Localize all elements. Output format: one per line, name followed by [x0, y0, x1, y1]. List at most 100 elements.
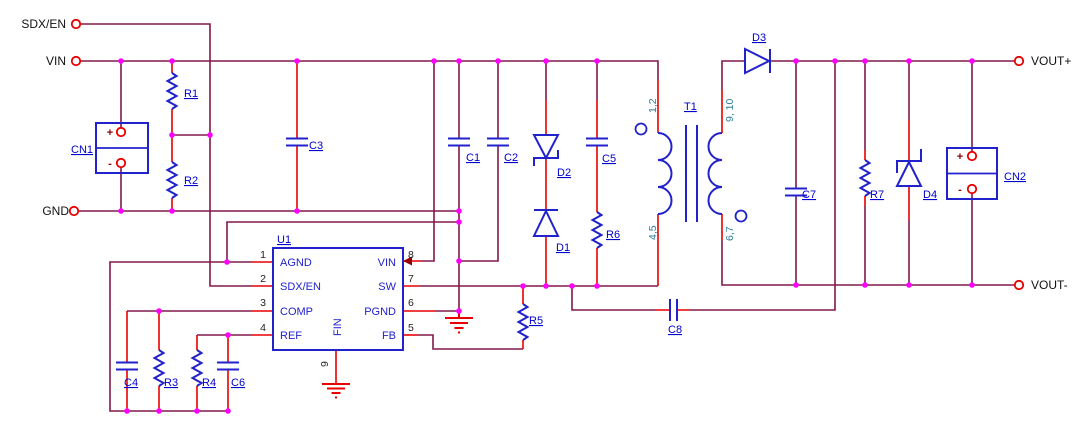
wire-c2-branch	[459, 61, 499, 262]
component-r5	[516, 303, 530, 341]
t1-secondary-top-label: 9, 10	[724, 98, 736, 122]
junction-dots	[118, 58, 975, 414]
wire-agnd-top	[226, 221, 459, 263]
label-d3: D3	[752, 32, 766, 44]
component-r6	[590, 211, 604, 249]
transformer-pin-labels: 1,2 4,5 9, 10 6,7	[647, 98, 736, 241]
component-c2	[487, 137, 509, 147]
component-c4	[116, 361, 138, 371]
cn2-minus-terminal	[966, 183, 978, 195]
component-c6	[217, 361, 239, 371]
label-c3: C3	[309, 140, 323, 152]
label-c7: C7	[802, 189, 816, 201]
net-wires	[78, 23, 1015, 412]
label-c5: C5	[602, 153, 616, 165]
component-c3	[286, 137, 308, 147]
reference-designators: CN1 R1 R2 C3 C1 C2 D2 D1 C5 R6 T1 D3 C7 …	[71, 32, 1026, 389]
t1-secondary-bottom-label: 6,7	[724, 226, 736, 241]
component-cn1: + -	[95, 122, 149, 174]
label-cn1: CN1	[71, 144, 93, 156]
port-terminals	[68, 18, 1025, 291]
label-r3: R3	[164, 377, 178, 389]
component-d2	[532, 134, 560, 166]
port-label-gnd: GND	[42, 204, 69, 218]
wire-fb	[418, 334, 523, 350]
component-leads	[126, 61, 910, 411]
label-c1: C1	[466, 152, 480, 164]
label-d4: D4	[923, 189, 937, 201]
component-d3	[744, 47, 772, 75]
label-r1: R1	[184, 88, 198, 100]
wire-c8-bridge	[571, 61, 836, 311]
label-c4: C4	[124, 377, 138, 389]
t1-primary-top-label: 1,2	[647, 98, 659, 113]
cn1-plus-terminal	[115, 126, 127, 138]
u1-pin4-name: REF	[280, 330, 302, 342]
component-c5	[586, 137, 608, 147]
t1-core	[685, 125, 698, 222]
label-cn2: CN2	[1004, 171, 1026, 183]
wire-voutminus-rail	[721, 240, 1015, 286]
label-t1: T1	[684, 101, 697, 113]
component-r7	[858, 159, 872, 197]
cn2-plus-sign: +	[957, 151, 963, 163]
u1-pin6-num: 6	[408, 297, 414, 309]
u1-pin7-num: 7	[408, 273, 414, 285]
label-d2: D2	[557, 167, 571, 179]
wire-voutplus-rail	[721, 60, 1015, 90]
u1-pin6-name: PGND	[364, 306, 396, 318]
u1-vin-arrow-icon	[403, 256, 412, 266]
label-r2: R2	[184, 175, 198, 187]
port-label-voutminus: VOUT-	[1031, 278, 1068, 292]
label-r7: R7	[870, 189, 884, 201]
wire-u1-vin	[421, 61, 435, 262]
t1-primary-phase-dot	[634, 122, 648, 136]
port-label-voutplus: VOUT+	[1031, 54, 1071, 68]
component-d4	[895, 149, 923, 187]
u1-pin3-num: 3	[260, 297, 266, 309]
label-c6: C6	[231, 377, 245, 389]
cn1-minus-terminal	[115, 157, 127, 169]
component-r4	[190, 349, 204, 387]
u1-pin5-num: 5	[408, 322, 414, 334]
component-symbols: + -	[95, 47, 998, 387]
u1-pin5-name: FB	[382, 330, 396, 342]
u1-pin3-name: COMP	[280, 306, 313, 318]
label-r4: R4	[202, 377, 216, 389]
wire-agnd-rail	[109, 261, 228, 412]
u1-pin4-num: 4	[260, 322, 266, 334]
label-r5: R5	[529, 315, 543, 327]
wire-sdxen	[80, 23, 252, 287]
component-d1	[532, 208, 560, 237]
label-d1: D1	[556, 242, 570, 254]
u1-pin1-num: 1	[260, 249, 266, 261]
component-cn2: + -	[946, 147, 998, 200]
label-r6: R6	[606, 229, 620, 241]
u1-pin9-name: FIN	[332, 318, 344, 336]
label-c8: C8	[668, 324, 682, 336]
u1-pin1-name: AGND	[280, 257, 312, 269]
component-r2	[165, 161, 179, 199]
u1-pin7-name: SW	[378, 281, 396, 293]
ground-symbol-fin	[322, 383, 350, 399]
component-t1	[634, 122, 748, 223]
cn1-minus-sign: -	[108, 158, 112, 170]
u1-pin-text: AGND SDX/EN COMP REF VIN SW PGND FB FIN …	[260, 249, 414, 367]
port-label-sdxen: SDX/EN	[21, 17, 66, 31]
component-c1	[448, 137, 470, 147]
u1-pin9-num: 9	[319, 361, 331, 367]
label-c2: C2	[504, 152, 518, 164]
t1-secondary-winding	[707, 132, 723, 215]
u1-pin2-num: 2	[260, 273, 266, 285]
component-u1	[272, 247, 404, 351]
component-c7	[785, 187, 807, 197]
u1-pin2-name: SDX/EN	[280, 281, 321, 293]
u1-pin8-name: VIN	[378, 257, 396, 269]
component-c8	[669, 299, 678, 321]
t1-secondary-phase-dot	[734, 209, 748, 223]
voutplus-terminal	[1013, 55, 1025, 67]
cn2-minus-sign: -	[958, 184, 962, 196]
port-label-vin: VIN	[46, 54, 66, 68]
